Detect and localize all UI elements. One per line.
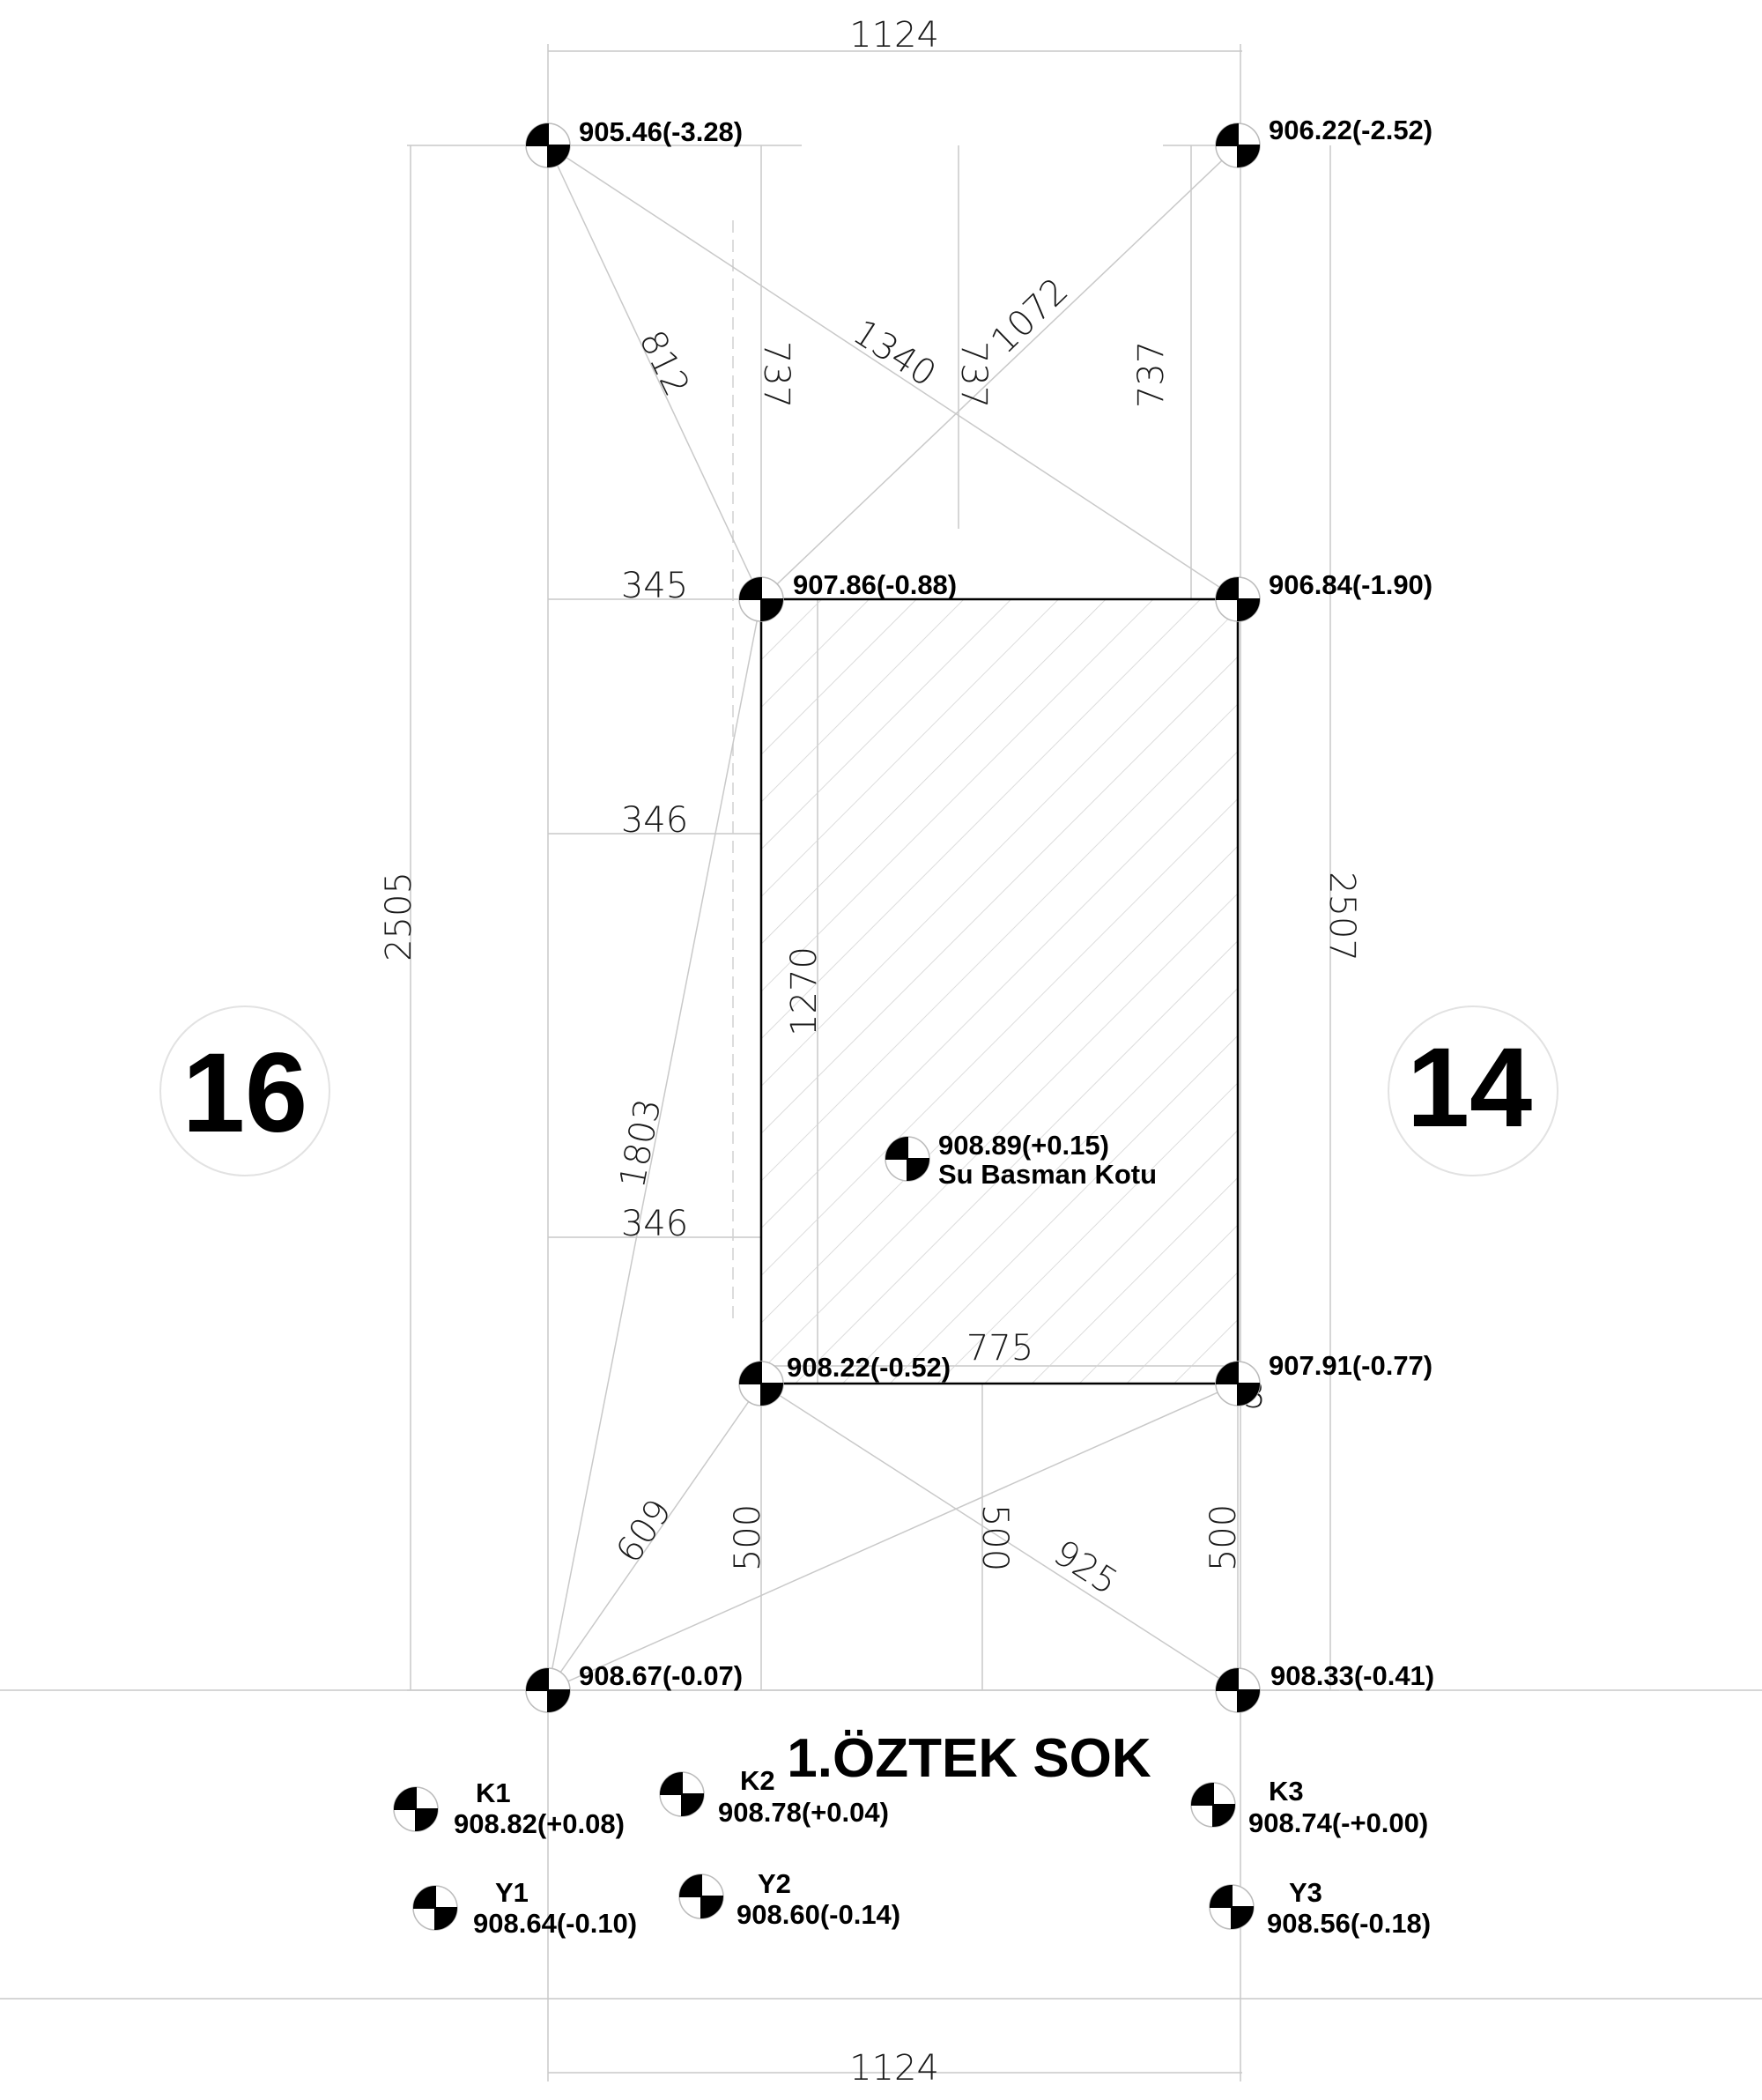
dim-346-b: 346 — [621, 1204, 688, 1244]
elev-point-3: 907.86(-0.88) — [793, 569, 957, 600]
ref-k3-label: K3 — [1269, 1776, 1304, 1807]
dim-345: 345 — [621, 566, 688, 606]
dim-left-height: 2505 — [379, 872, 419, 961]
benchmark-icon — [738, 1361, 784, 1406]
benchmark-icon — [1215, 1361, 1261, 1406]
parcel-number-right: 14 — [1407, 1025, 1532, 1151]
benchmark-icon — [1190, 1782, 1236, 1828]
elev-point-8: 908.33(-0.41) — [1270, 1660, 1434, 1691]
benchmark-icon — [393, 1786, 439, 1832]
elevation-labels: 905.46(-3.28) 906.22(-2.52) 907.86(-0.88… — [579, 115, 1434, 1691]
dim-diag-1072: 1072 — [983, 271, 1076, 362]
elev-point-6: 907.91(-0.77) — [1269, 1350, 1433, 1381]
reference-labels: K1 908.82(+0.08) K2 908.78(+0.04) K3 908… — [454, 1765, 1431, 1939]
dim-1270: 1270 — [784, 946, 825, 1036]
elev-point-1: 905.46(-3.28) — [579, 116, 743, 147]
ref-k2-value: 908.78(+0.04) — [718, 1797, 889, 1828]
dim-diag-812: 812 — [631, 324, 697, 403]
benchmark-icon — [1215, 1667, 1261, 1713]
dim-diag-1340: 1340 — [846, 312, 943, 395]
benchmark-icon — [525, 122, 571, 168]
benchmark-icon — [1209, 1884, 1255, 1930]
elev-center-value: 908.89(+0.15) — [938, 1130, 1109, 1161]
parcel-right: 14 — [1388, 1005, 1558, 1176]
ref-k2-label: K2 — [740, 1765, 775, 1796]
elev-point-2: 906.22(-2.52) — [1269, 115, 1433, 145]
benchmark-icon — [525, 1667, 571, 1713]
parcel-number-left: 16 — [182, 1030, 307, 1156]
elev-point-7: 908.67(-0.07) — [579, 1660, 743, 1691]
dim-737-b: 737 — [953, 341, 994, 408]
benchmark-icon — [738, 576, 784, 622]
ref-y2-value: 908.60(-0.14) — [737, 1899, 900, 1930]
dim-346-a: 346 — [621, 800, 688, 841]
dim-right-height: 2507 — [1322, 872, 1362, 961]
ref-y1-value: 908.64(-0.10) — [473, 1908, 637, 1939]
ref-y3-value: 908.56(-0.18) — [1267, 1908, 1431, 1939]
benchmark-icon — [412, 1885, 458, 1931]
ref-y3-label: Y3 — [1289, 1877, 1322, 1908]
ref-y1-label: Y1 — [495, 1877, 529, 1908]
ref-y2-label: Y2 — [758, 1868, 791, 1899]
elev-point-5: 908.22(-0.52) — [787, 1352, 951, 1383]
dim-bottom-width: 1124 — [849, 2048, 939, 2089]
benchmark-icon — [1215, 122, 1261, 168]
dim-500-c: 500 — [1203, 1504, 1244, 1571]
dim-top-width: 1124 — [849, 15, 939, 56]
dim-737-a: 737 — [756, 341, 796, 408]
parcel-left: 16 — [159, 1005, 330, 1176]
benchmark-icon — [678, 1874, 724, 1919]
benchmark-icon — [885, 1136, 930, 1182]
building-footprint — [761, 599, 1238, 1384]
dim-1803: 1803 — [612, 1095, 670, 1191]
benchmark-icon — [659, 1771, 705, 1817]
dim-500-b: 500 — [974, 1504, 1015, 1571]
ref-k1-label: K1 — [476, 1777, 511, 1808]
street-name: 1.ÖZTEK SOK — [787, 1728, 1151, 1789]
elev-point-4: 906.84(-1.90) — [1269, 569, 1433, 600]
ref-k1-value: 908.82(+0.08) — [454, 1808, 625, 1839]
dim-775: 775 — [966, 1328, 1033, 1369]
dim-609: 609 — [609, 1492, 680, 1570]
ref-k3-value: 908.74(-+0.00) — [1248, 1807, 1428, 1838]
dim-737-c: 737 — [1131, 341, 1172, 408]
elev-center-label: Su Basman Kotu — [938, 1159, 1157, 1190]
dim-500-a: 500 — [728, 1504, 768, 1571]
benchmark-icon — [1215, 576, 1261, 622]
